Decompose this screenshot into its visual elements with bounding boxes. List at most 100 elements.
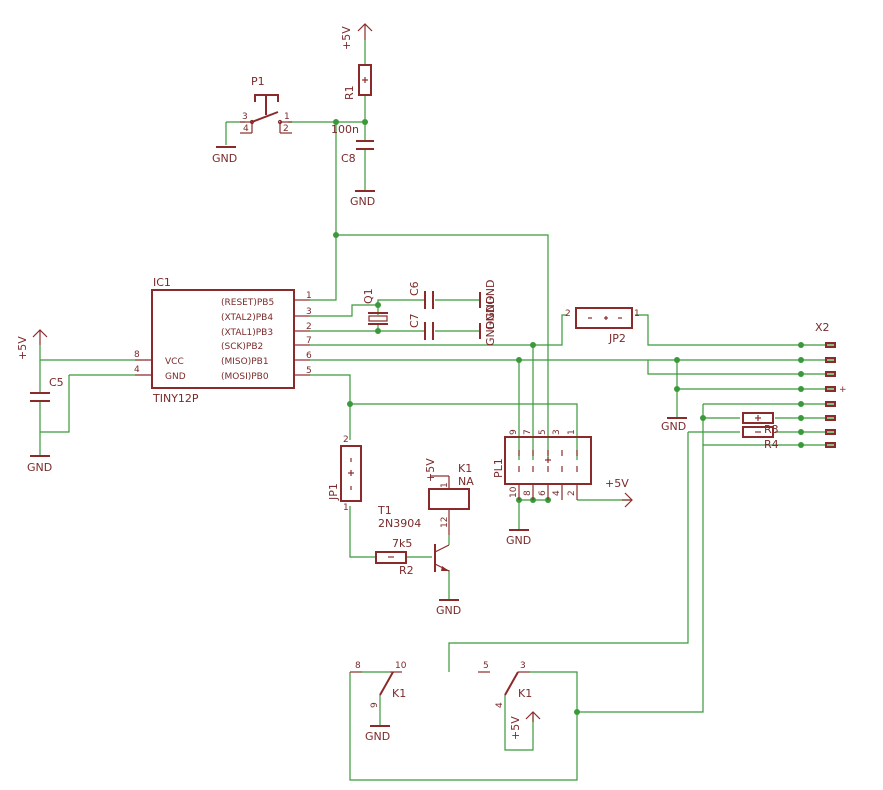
t1-transistor: T1 2N3904 (377, 504, 450, 572)
vcc-label-c5: +5V (16, 336, 29, 360)
gnd-label-p1: GND (212, 152, 237, 165)
k1-coil-value: NA (458, 475, 474, 488)
c6-ref: C6 (408, 281, 421, 296)
p1-ref: P1 (251, 75, 265, 88)
k1-coil-ref: K1 (458, 462, 472, 475)
pl1-header: 9 7 5 3 1 10 8 6 4 2 PL1 (492, 429, 592, 500)
pl1-pin9: 9 (509, 429, 519, 435)
pl1-pin10: 10 (509, 486, 519, 498)
jp1-pin1: 1 (343, 503, 349, 513)
ic1-pin2-num: 2 (306, 322, 312, 332)
k1-coil-pin1: 1 (440, 482, 450, 488)
vcc-symbol-pl1: +5V (605, 477, 633, 508)
k1b-pin4: 4 (495, 702, 505, 708)
gnd-bars-c6c7: GNDGND GNDGND (479, 280, 497, 346)
r1-resistor: R1 (343, 64, 372, 100)
vcc-label-pl1: +5V (605, 477, 629, 490)
gnd-label-x2: GND (661, 420, 686, 433)
gnd-symbol-k1a: GND (365, 725, 390, 743)
ic1-ref: IC1 (153, 276, 171, 289)
r2-value: 7k5 (392, 537, 412, 550)
p1-pushbutton: P1 3 1 4 2 (240, 75, 292, 134)
ic1: IC1 TINY12P 8 4 VCC GND 1 3 2 7 6 5 (RES… (134, 276, 312, 405)
gnd-symbol-c5: GND (27, 455, 52, 474)
x2-plus-mark: + (839, 385, 847, 395)
gnd-gnd-label-top: GNDGND (484, 280, 497, 330)
junctions (333, 119, 804, 715)
k1-contact-a: 8 10 9 K1 (350, 661, 407, 708)
ic1-right-pins: 1 3 2 7 6 5 (RESET)PB5 (XTAL2)PB4 (XTAL1… (221, 291, 312, 382)
ic1-pin3-num: 3 (306, 307, 312, 317)
p1-pin2: 2 (283, 124, 289, 134)
k1a-pin9: 9 (370, 702, 380, 708)
pl1-ref: PL1 (492, 458, 505, 478)
vcc-symbol-k1: +5V (424, 458, 449, 482)
gnd-label-pl1: GND (506, 534, 531, 547)
vcc-label-k1: +5V (424, 458, 437, 482)
ic1-pin6-num: 6 (306, 351, 312, 361)
ic1-pin1-num: 1 (306, 291, 312, 301)
p1-pin4: 4 (243, 124, 249, 134)
jp1-pin2: 2 (343, 435, 349, 445)
c6-capacitor: C6 (408, 281, 434, 309)
gnd-symbol-t1: GND (436, 599, 461, 617)
r2-ref: R2 (399, 564, 414, 577)
q1-crystal: Q1 (362, 288, 388, 325)
r1-ref: R1 (343, 85, 356, 100)
gnd-label-k1a: GND (365, 730, 390, 743)
x2-connector: X2 + (815, 321, 847, 448)
jp2-pin1: 1 (634, 309, 640, 319)
p1-pin1: 1 (284, 112, 290, 122)
r3-ref: R3 (764, 423, 779, 436)
k1a-ref: K1 (392, 687, 406, 700)
k1-contact-b: 5 3 4 K1 (478, 661, 532, 708)
r4-resistor: R4 (742, 426, 779, 451)
pl1-pin8: 8 (523, 490, 533, 496)
pl1-pin1: 1 (567, 429, 577, 435)
pl1-pin4: 4 (552, 490, 562, 496)
c7-ref: C7 (408, 313, 421, 328)
jp2-jumper: 2 1 JP2 (565, 307, 640, 345)
t1-value: 2N3904 (378, 517, 421, 530)
c8-ref: C8 (341, 152, 356, 165)
ic1-pb0-label: (MOSI)PB0 (221, 372, 269, 382)
k1b-pin3: 3 (520, 661, 526, 671)
k1b-pin5: 5 (483, 661, 489, 671)
pl1-pin5: 5 (538, 429, 548, 435)
p1-pin3: 3 (242, 112, 248, 122)
gnd-label-t1: GND (436, 604, 461, 617)
gnd-symbol-pl1: GND (506, 529, 531, 547)
ic1-pin4-num: 4 (134, 365, 140, 375)
gnd-symbol-x2: GND (661, 417, 687, 433)
pl1-pin2: 2 (567, 490, 577, 496)
vcc-label-k1b: +5V (509, 716, 522, 740)
ic1-pb4-label: (XTAL2)PB4 (221, 313, 273, 323)
r4-ref: R4 (764, 438, 779, 451)
k1b-ref: K1 (518, 687, 532, 700)
ic1-pin7-num: 7 (306, 336, 312, 346)
ic1-pin5-num: 5 (306, 366, 312, 376)
ic1-pb5-label: (RESET)PB5 (221, 298, 274, 308)
c7-capacitor: C7 (408, 313, 434, 340)
q1-ref: Q1 (362, 288, 375, 304)
ic1-gnd-label: GND (165, 372, 186, 382)
c5-ref: C5 (49, 376, 64, 389)
vcc-symbol-k1b: +5V (509, 711, 541, 740)
gnd-label-c8: GND (350, 195, 375, 208)
vcc-symbol-r1: +5V (340, 23, 373, 50)
ic1-value: TINY12P (152, 392, 199, 405)
k1a-pin8: 8 (355, 661, 361, 671)
ic1-vcc-label: VCC (165, 357, 184, 367)
k1-coil-pin12: 12 (440, 517, 450, 528)
t1-ref: T1 (377, 504, 392, 517)
c8-value: 100n (331, 123, 359, 136)
ic1-pb1-label: (MISO)PB1 (221, 357, 269, 367)
jp1-jumper: 2 1 JP1 (327, 435, 362, 513)
wires (39, 40, 835, 781)
jp1-ref: JP1 (327, 483, 340, 501)
pl1-pin-marks (518, 450, 578, 472)
c8-capacitor: 100n C8 (331, 123, 374, 165)
x2-ref: X2 (815, 321, 830, 334)
ic1-pin8-num: 8 (134, 350, 140, 360)
